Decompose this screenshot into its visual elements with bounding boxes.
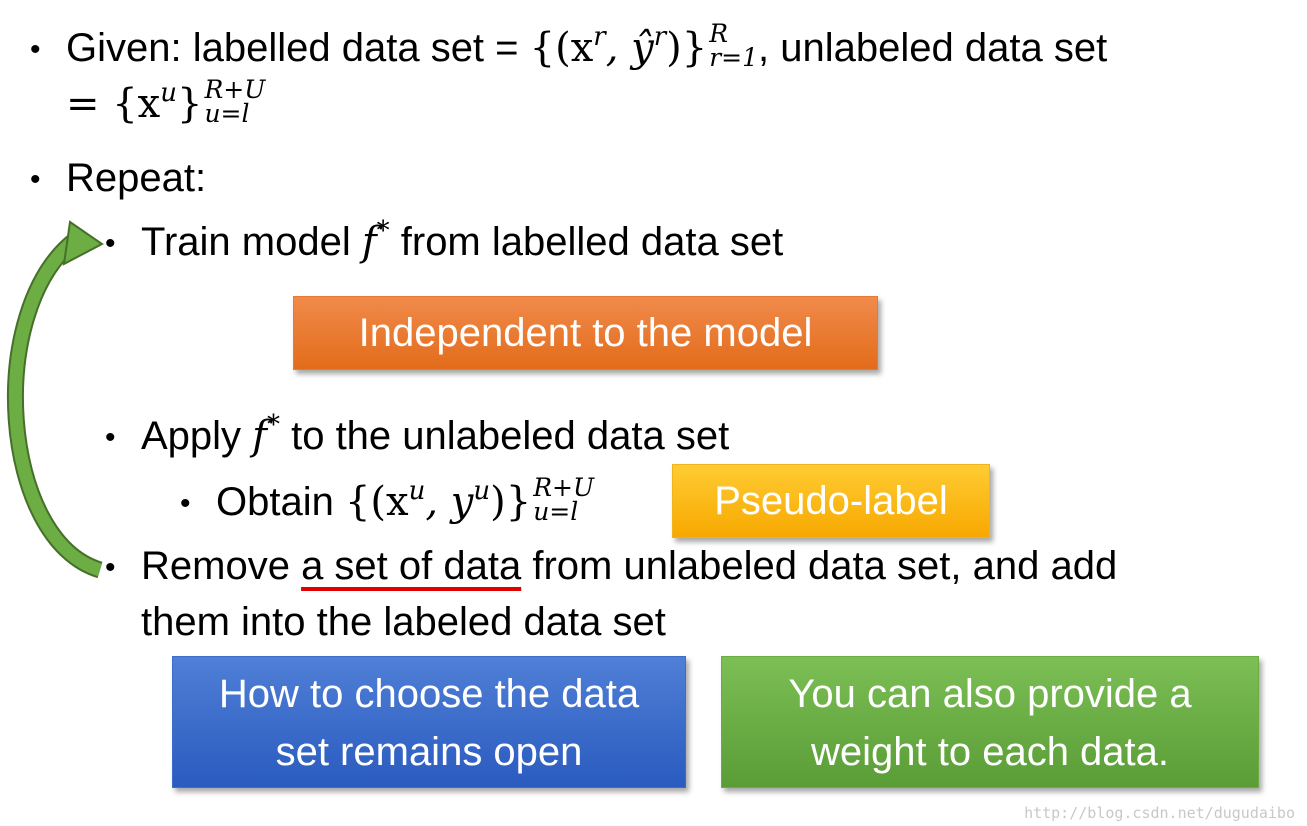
given-sup-r2: r — [653, 22, 667, 52]
given-line2-sup: u — [160, 78, 177, 108]
given-set-mid: , ŷ — [605, 25, 654, 71]
remove-line-2: them into the labeled data set — [141, 600, 666, 644]
obtain-mid: , y — [425, 479, 474, 525]
bullet-given: • — [30, 33, 41, 66]
apply-star: * — [266, 410, 280, 440]
given-sup-r1: r — [593, 22, 606, 52]
remove-line: Remove a set of data from unlabeled data… — [141, 542, 1117, 590]
train-f: f — [361, 219, 377, 265]
remove-underlined: a set of data — [301, 544, 522, 588]
given-tail: , unlabeled data set — [758, 26, 1108, 70]
given-label: Given: labelled data set = — [66, 26, 530, 70]
obtain-upper: R+U — [533, 473, 595, 503]
given-line2-close: } — [177, 81, 203, 127]
weight-line-2: weight to each data. — [810, 730, 1170, 774]
weight-line-1: You can also provide a — [788, 672, 1192, 716]
obtain-prefix: Obtain — [216, 480, 345, 524]
given-line2-prefix: = {x — [66, 81, 161, 127]
obtain-lower: u=l — [533, 497, 579, 527]
apply-f: f — [252, 413, 267, 459]
choose-data-callout: How to choose the data set remains open — [172, 656, 686, 788]
obtain-sup2: u — [473, 476, 491, 506]
train-prefix: Train model — [141, 220, 362, 264]
obtain-sup1: u — [408, 476, 426, 506]
train-suffix: from labelled data set — [389, 220, 784, 264]
obtain-set-open: {(x — [344, 479, 409, 525]
apply-prefix: Apply — [141, 414, 253, 458]
apply-suffix: to the unlabeled data set — [279, 414, 730, 458]
repeat-label: Repeat: — [66, 156, 207, 200]
weight-callout: You can also provide a weight to each da… — [721, 656, 1259, 788]
bullet-obtain: • — [180, 487, 191, 520]
given-set: {(x — [529, 25, 594, 71]
watermark: http://blog.csdn.net/dugudaibo — [1024, 804, 1295, 822]
obtain-close: )} — [490, 479, 532, 525]
independent-text: Independent to the model — [358, 311, 813, 355]
bullet-apply: • — [105, 421, 116, 454]
choose-line-2: set remains open — [275, 730, 583, 774]
independent-callout: Independent to the model — [293, 296, 878, 370]
loop-arrow — [6, 220, 104, 579]
remove-suffix: from unlabeled data set, and add — [521, 544, 1118, 588]
train-star: * — [376, 216, 390, 246]
given-line2-lower: u=l — [204, 99, 250, 129]
bullet-repeat: • — [30, 163, 41, 196]
train-line: Train model f* from labelled data set — [141, 216, 784, 271]
given-set-close: )} — [666, 25, 708, 71]
given-upper: R — [709, 19, 729, 49]
pseudo-label-callout: Pseudo-label — [672, 464, 990, 538]
apply-line: Apply f* to the unlabeled data set — [141, 410, 730, 465]
choose-line-1: How to choose the data — [218, 672, 640, 716]
pseudo-label-text: Pseudo-label — [714, 479, 948, 523]
bullet-remove: • — [105, 551, 116, 584]
given-line2-upper: R+U — [204, 75, 266, 105]
given-lower: r=1 — [709, 43, 759, 73]
bullet-train: • — [105, 227, 116, 260]
remove-prefix: Remove — [141, 544, 302, 588]
